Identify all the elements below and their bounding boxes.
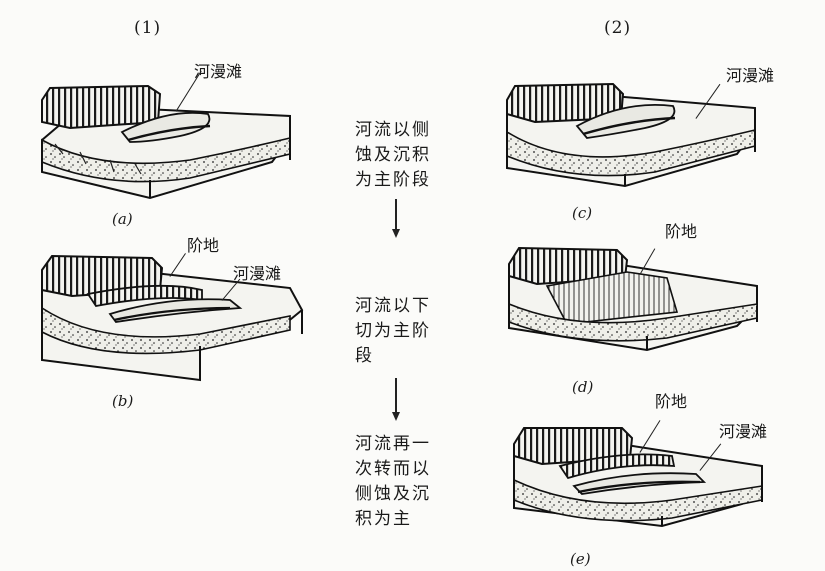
stage-2-line-2: 切为主阶 <box>355 321 431 341</box>
arrow-stage-1-shaft <box>395 199 397 229</box>
block-diagram-b <box>41 254 304 382</box>
stage-2-line-1: 河流以下 <box>355 296 431 316</box>
stage-1-line-1: 河流以侧 <box>355 120 431 140</box>
caption-d: (d) <box>572 378 594 396</box>
caption-e: (e) <box>570 550 591 568</box>
block-diagram-e <box>513 427 763 528</box>
stage-2-line-3: 段 <box>355 346 374 366</box>
floodplain-label-b: 河漫滩 <box>233 264 282 283</box>
caption-a: (a) <box>112 210 133 228</box>
stage-3-line-1: 河流再一 <box>355 434 431 454</box>
floodplain-label-a: 河漫滩 <box>194 62 243 81</box>
block-diagram-c <box>506 82 756 188</box>
stage-1-line-2: 蚀及沉积 <box>355 145 431 165</box>
stage-3-line-2: 次转而以 <box>355 459 431 479</box>
stage-3-line-3: 侧蚀及沉 <box>355 484 431 504</box>
caption-c: (c) <box>572 204 593 222</box>
arrow-stage-1-head <box>392 229 400 238</box>
caption-b: (b) <box>112 392 134 410</box>
stage-1-line-3: 为主阶段 <box>355 170 431 190</box>
column-title-left: (1) <box>134 18 162 38</box>
arrow-stage-2-head <box>392 412 400 421</box>
stage-3-line-4: 积为主 <box>355 509 412 529</box>
terrace-label-e: 阶地 <box>655 392 688 411</box>
stage-text-1: 河流以侧 蚀及沉积 为主阶段 <box>355 118 459 193</box>
block-diagram-a <box>41 84 291 200</box>
column-title-right: (2) <box>604 18 632 38</box>
terrace-label-d: 阶地 <box>665 222 698 241</box>
floodplain-label-c: 河漫滩 <box>726 66 775 85</box>
stage-text-3: 河流再一 次转而以 侧蚀及沉 积为主 <box>355 432 459 532</box>
stage-text-2: 河流以下 切为主阶 段 <box>355 294 459 369</box>
floodplain-label-e: 河漫滩 <box>719 422 768 441</box>
arrow-stage-2-shaft <box>395 378 397 412</box>
terrace-label-b: 阶地 <box>187 236 220 255</box>
block-diagram-d <box>508 246 758 352</box>
